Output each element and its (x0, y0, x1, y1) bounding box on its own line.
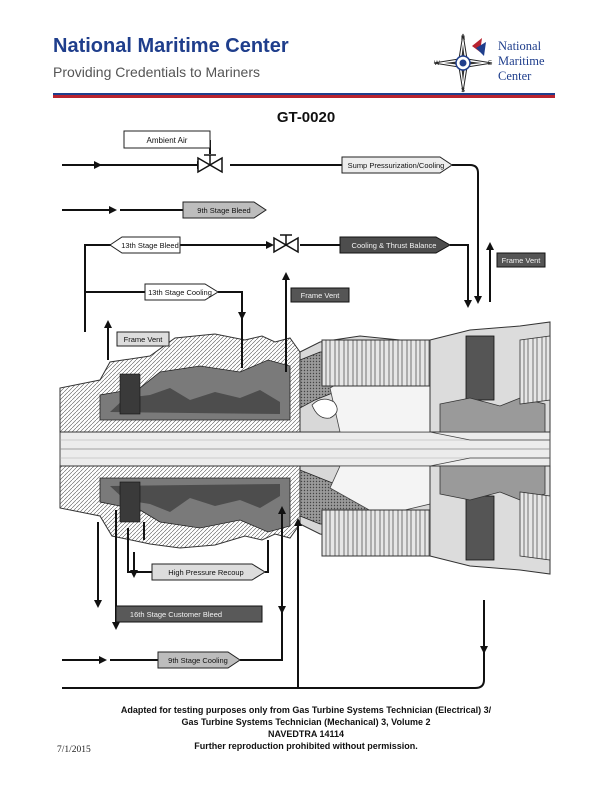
valve-thirteenth (273, 234, 299, 254)
engine-cross-section (59, 321, 551, 575)
label-ninth-stage-bleed-text: 9th Stage Bleed (197, 206, 250, 215)
label-high-pressure-recoup-text: High Pressure Recoup (168, 568, 243, 577)
label-cooling-thrust-balance-text: Cooling & Thrust Balance (352, 241, 437, 250)
nmc-logo: N S E W (433, 33, 493, 94)
footer-line-2: Gas Turbine Systems Technician (Mechanic… (181, 717, 431, 727)
label-frame-vent-center-text: Frame Vent (301, 291, 341, 300)
label-ambient-air: Ambient Air (123, 130, 211, 149)
label-ninth-stage-cooling-text: 9th Stage Cooling (168, 656, 228, 665)
label-thirteenth-stage-cooling: 13th Stage Cooling (144, 283, 219, 301)
document-title: GT-0020 (276, 109, 336, 126)
label-frame-vent-right-text: Frame Vent (502, 256, 542, 265)
footer-line-3: NAVEDTRA 14114 (267, 729, 345, 739)
footer-line-4: Further reproduction prohibited without … (194, 741, 418, 751)
footer-date: 7/1/2015 (57, 745, 91, 755)
label-ambient-air-text: Ambient Air (147, 136, 188, 145)
turbine-lower (321, 509, 431, 557)
label-sixteenth-stage-customer-bleed: 16th Stage Customer Bleed (115, 605, 263, 623)
page-header-title: National Maritime Center (53, 35, 289, 57)
valve-ambient (197, 154, 223, 174)
bottom-return-line (62, 606, 485, 689)
label-sixteenth-stage-customer-bleed-text: 16th Stage Customer Bleed (130, 610, 222, 619)
logo-text-line1: National (498, 39, 542, 53)
label-sump-pressurization: Sump Pressurization/Cooling (341, 156, 453, 174)
label-cooling-thrust-balance: Cooling & Thrust Balance (339, 236, 452, 254)
logo-text-line3: Center (498, 69, 532, 83)
label-sump-pressurization-text: Sump Pressurization/Cooling (348, 161, 445, 170)
compass-w-label: W (434, 61, 440, 67)
hp-recoup-flow-line (127, 528, 152, 573)
compass-e-label: E (488, 61, 492, 67)
logo-text-line2: Maritime (498, 54, 545, 68)
label-frame-vent-left-text: Frame Vent (124, 335, 164, 344)
footer-attribution: Adapted for testing purposes only from G… (0, 704, 612, 752)
turbine-upper (321, 339, 431, 387)
label-frame-vent-center: Frame Vent (290, 287, 350, 303)
header-rule-red (53, 95, 555, 98)
page-header-subtitle: Providing Credentials to Mariners (53, 64, 260, 80)
label-thirteenth-stage-bleed: 13th Stage Bleed (109, 236, 181, 254)
label-frame-vent-right: Frame Vent (496, 252, 546, 268)
header-rule-blue (53, 93, 555, 95)
label-ninth-stage-cooling: 9th Stage Cooling (157, 651, 241, 669)
label-thirteenth-stage-cooling-text: 13th Stage Cooling (148, 288, 212, 297)
label-ninth-stage-bleed: 9th Stage Bleed (182, 201, 267, 219)
label-frame-vent-left: Frame Vent (116, 331, 170, 347)
logo-text: National Maritime Center (498, 39, 545, 84)
label-high-pressure-recoup: High Pressure Recoup (151, 563, 266, 581)
label-thirteenth-stage-bleed-text: 13th Stage Bleed (121, 241, 179, 250)
compass-s-label: S (461, 88, 465, 94)
compass-n-label: N (461, 36, 465, 42)
footer-line-1: Adapted for testing purposes only from G… (120, 705, 492, 715)
